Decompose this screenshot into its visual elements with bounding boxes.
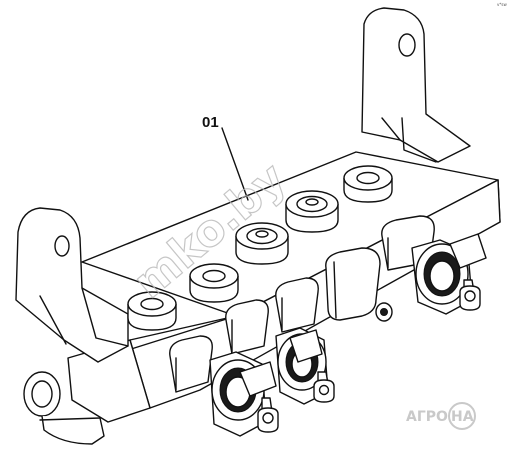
left-mounting-bracket bbox=[15, 207, 129, 363]
logo-text-right: НА bbox=[451, 409, 474, 425]
top-port-seals bbox=[127, 165, 393, 331]
port-seal-5 bbox=[343, 165, 393, 203]
agro-logo: АГРО НА bbox=[406, 402, 476, 430]
part-number-label: 01 bbox=[202, 114, 219, 131]
flange-cover-center bbox=[325, 247, 393, 322]
port-seal-1 bbox=[127, 291, 177, 331]
corner-mark: v*sw bbox=[497, 2, 507, 7]
logo-ring-icon bbox=[448, 402, 476, 430]
solenoid-valve-front-left bbox=[209, 351, 279, 437]
side-port-fitting bbox=[23, 371, 105, 445]
solenoid-valve-rear-right bbox=[411, 233, 487, 315]
port-seal-2 bbox=[189, 263, 239, 303]
leader-line bbox=[221, 127, 249, 201]
port-seal-4 bbox=[285, 190, 339, 233]
port-seal-3 bbox=[235, 222, 289, 265]
logo-text-left: АГРО bbox=[406, 409, 448, 425]
flange-cover-mid bbox=[275, 277, 319, 333]
right-mounting-bracket bbox=[361, 7, 471, 163]
flange-cover-left bbox=[169, 335, 213, 393]
flange-covers bbox=[169, 215, 435, 393]
flange-cover-mid-left bbox=[225, 299, 269, 355]
solenoid-valve-front-mid bbox=[275, 327, 335, 405]
